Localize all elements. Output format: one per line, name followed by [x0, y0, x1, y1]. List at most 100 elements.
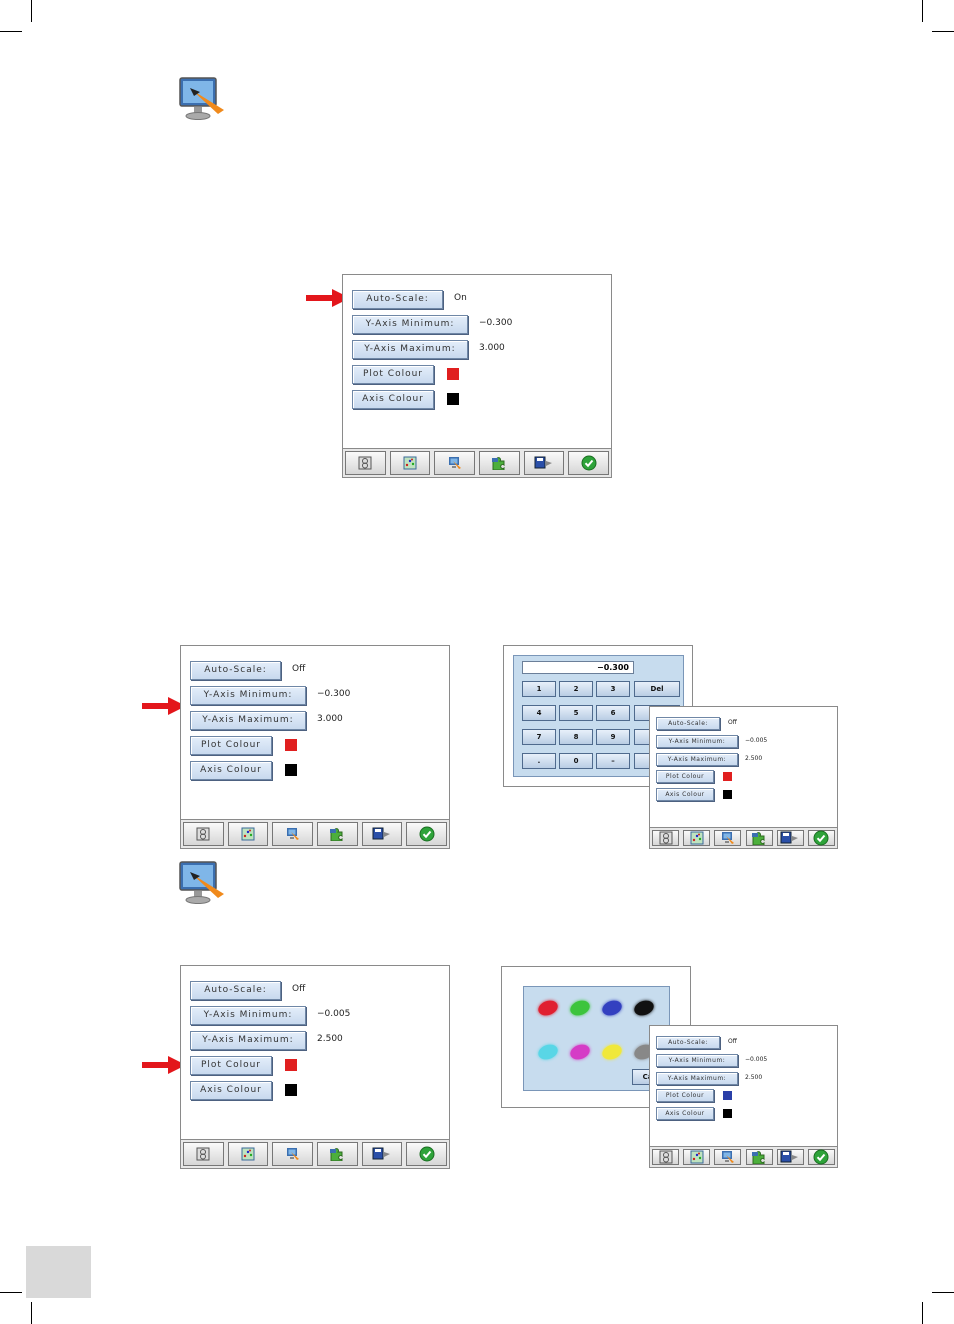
save-toolbar-button[interactable] — [361, 822, 403, 846]
save-icon — [534, 456, 554, 470]
display-toolbar-button[interactable] — [272, 1142, 313, 1166]
plot-colour-button[interactable]: Plot Colour — [656, 770, 714, 783]
axis-colour-button[interactable]: Axis Colour — [352, 390, 434, 409]
keypad-key[interactable]: 6 — [596, 705, 630, 721]
y-axis-maximum-button[interactable]: Y-Axis Maximum: — [190, 711, 306, 730]
ok-check-toolbar-button[interactable] — [568, 451, 609, 475]
graph-toolbar-button[interactable] — [683, 830, 711, 846]
keypad-key[interactable]: 2 — [559, 681, 593, 697]
y-axis-maximum-button[interactable]: Y-Axis Maximum: — [352, 340, 468, 359]
settings-toolbar-button[interactable] — [345, 451, 386, 475]
keypad-key[interactable]: 5 — [559, 705, 593, 721]
colour-swatch-option[interactable] — [536, 998, 560, 1018]
puzzle-toolbar-button[interactable] — [745, 830, 773, 846]
axis-colour-button[interactable]: Axis Colour — [190, 1081, 272, 1100]
display-icon — [286, 1147, 300, 1161]
ok-check-icon — [581, 455, 597, 471]
y-axis-minimum-value: −0.005 — [745, 737, 768, 744]
crop-mark — [922, 1302, 923, 1324]
keypad-key[interactable]: . — [522, 753, 556, 769]
display-toolbar-button[interactable] — [714, 830, 742, 846]
graph-toolbar-button[interactable] — [227, 822, 269, 846]
colour-swatch-option[interactable] — [600, 998, 624, 1018]
graph-icon — [241, 1147, 255, 1161]
y-axis-maximum-button[interactable]: Y-Axis Maximum: — [656, 753, 738, 766]
ok-check-toolbar-button[interactable] — [807, 1149, 835, 1165]
ok-check-icon — [419, 826, 435, 842]
colour-picker: Can — [523, 986, 670, 1091]
keypad-key[interactable]: 1 — [522, 681, 556, 697]
plot-colour-button[interactable]: Plot Colour — [352, 365, 434, 384]
display-toolbar-button[interactable] — [272, 822, 313, 846]
keypad-key[interactable]: Del — [634, 681, 680, 697]
auto-scale-button[interactable]: Auto-Scale: — [656, 1036, 720, 1049]
y-axis-maximum-value: 3.000 — [317, 714, 343, 724]
keypad-key[interactable]: 8 — [559, 729, 593, 745]
auto-scale-button[interactable]: Auto-Scale: — [190, 661, 281, 680]
y-axis-maximum-button[interactable]: Y-Axis Maximum: — [190, 1031, 306, 1050]
auto-scale-value: Off — [728, 719, 737, 726]
display-toolbar-button[interactable] — [434, 451, 475, 475]
ok-check-toolbar-button[interactable] — [406, 1142, 447, 1166]
graph-settings-panel-small: Auto-Scale: Off Y-Axis Minimum: −0.005 Y… — [649, 1025, 838, 1168]
y-axis-minimum-value: −0.300 — [317, 689, 351, 699]
save-toolbar-button[interactable] — [361, 1142, 403, 1166]
graph-settings-panel: Auto-Scale: Off Y-Axis Minimum: −0.005 Y… — [180, 965, 450, 1169]
y-axis-minimum-button[interactable]: Y-Axis Minimum: — [352, 315, 468, 334]
graph-settings-panel: Auto-Scale: Off Y-Axis Minimum: −0.300 Y… — [180, 645, 450, 849]
y-axis-minimum-button[interactable]: Y-Axis Minimum: — [656, 1054, 738, 1067]
auto-scale-button[interactable]: Auto-Scale: — [190, 981, 281, 1000]
y-axis-minimum-button[interactable]: Y-Axis Minimum: — [190, 686, 306, 705]
puzzle-toolbar-button[interactable] — [479, 451, 520, 475]
crop-mark — [932, 31, 954, 32]
graph-toolbar-button[interactable] — [683, 1149, 711, 1165]
crop-mark — [0, 31, 22, 32]
settings-toolbar-button[interactable] — [183, 822, 224, 846]
y-axis-minimum-button[interactable]: Y-Axis Minimum: — [656, 735, 738, 748]
display-toolbar-button[interactable] — [714, 1149, 742, 1165]
ok-check-toolbar-button[interactable] — [807, 830, 835, 846]
auto-scale-button[interactable]: Auto-Scale: — [352, 290, 443, 309]
graph-toolbar-button[interactable] — [227, 1142, 269, 1166]
puzzle-toolbar-button[interactable] — [317, 1142, 358, 1166]
ok-check-icon — [419, 1146, 435, 1162]
puzzle-toolbar-button[interactable] — [317, 822, 358, 846]
display-icon — [448, 456, 462, 470]
colour-swatch-option[interactable] — [600, 1042, 624, 1062]
axis-colour-button[interactable]: Axis Colour — [190, 761, 272, 780]
y-axis-minimum-button[interactable]: Y-Axis Minimum: — [190, 1006, 306, 1025]
plot-colour-button[interactable]: Plot Colour — [190, 736, 272, 755]
colour-swatch-option[interactable] — [632, 998, 656, 1018]
graph-icon — [241, 827, 255, 841]
crop-mark — [922, 0, 923, 22]
auto-scale-button[interactable]: Auto-Scale: — [656, 717, 720, 730]
keypad-key[interactable]: 4 — [522, 705, 556, 721]
keypad-key[interactable]: 9 — [596, 729, 630, 745]
save-toolbar-button[interactable] — [776, 1149, 804, 1165]
y-axis-maximum-button[interactable]: Y-Axis Maximum: — [656, 1072, 738, 1085]
axis-colour-button[interactable]: Axis Colour — [656, 1107, 714, 1120]
axis-colour-button[interactable]: Axis Colour — [656, 788, 714, 801]
plot-colour-swatch — [285, 1059, 297, 1071]
colour-swatch-option[interactable] — [568, 1042, 592, 1062]
plot-colour-button[interactable]: Plot Colour — [190, 1056, 272, 1075]
graph-toolbar-button[interactable] — [389, 451, 431, 475]
plot-colour-swatch — [723, 772, 732, 781]
save-toolbar-button[interactable] — [776, 830, 804, 846]
settings-toolbar-button[interactable] — [183, 1142, 224, 1166]
keypad-key[interactable]: 0 — [559, 753, 593, 769]
panel-toolbar — [343, 448, 611, 477]
save-toolbar-button[interactable] — [523, 451, 565, 475]
settings-toolbar-button[interactable] — [652, 830, 680, 846]
puzzle-toolbar-button[interactable] — [745, 1149, 773, 1165]
settings-toolbar-button[interactable] — [652, 1149, 680, 1165]
keypad-key[interactable]: 3 — [596, 681, 630, 697]
settings-icon — [659, 1150, 673, 1164]
keypad-key[interactable]: – — [596, 753, 630, 769]
ok-check-toolbar-button[interactable] — [406, 822, 447, 846]
keypad-key[interactable]: 7 — [522, 729, 556, 745]
axis-colour-swatch — [723, 790, 732, 799]
colour-swatch-option[interactable] — [568, 998, 592, 1018]
plot-colour-button[interactable]: Plot Colour — [656, 1089, 714, 1102]
colour-swatch-option[interactable] — [536, 1042, 560, 1062]
